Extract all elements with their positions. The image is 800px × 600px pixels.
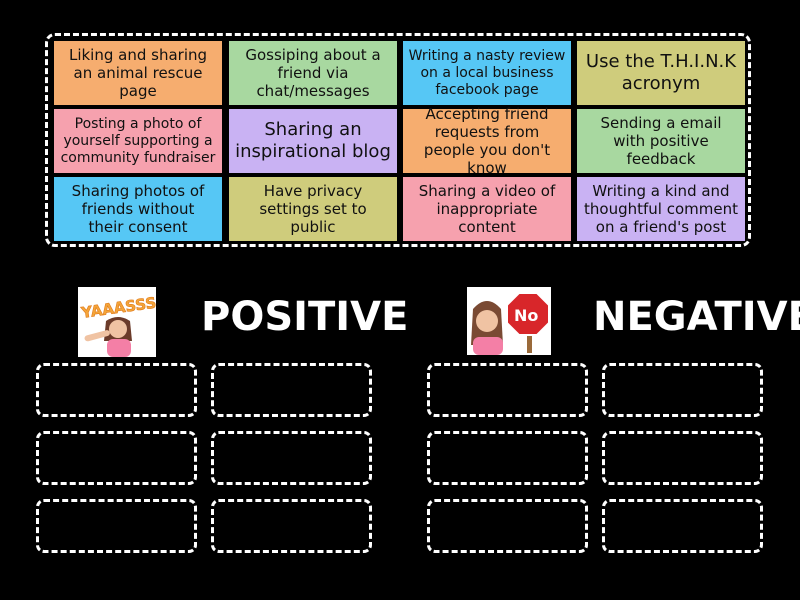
card-1[interactable]: Liking and sharing an animal rescue page: [54, 41, 222, 105]
svg-text:No: No: [514, 306, 538, 325]
card-7[interactable]: Accepting friend requests from people yo…: [403, 105, 571, 177]
card-4[interactable]: Use the T.H.I.N.K acronym: [577, 41, 745, 105]
no-sign-avatar-icon: No: [467, 287, 551, 355]
positive-heading: POSITIVE: [201, 294, 409, 340]
card-9[interactable]: Sharing photos of friends without their …: [54, 177, 222, 241]
card-12[interactable]: Writing a kind and thoughtful comment on…: [577, 177, 745, 241]
yaaasss-avatar-icon: YAAASSS: [78, 287, 156, 357]
positive-drop-slot[interactable]: [211, 499, 372, 553]
negative-drop-slot[interactable]: [427, 431, 588, 485]
positive-drop-slot[interactable]: [36, 431, 197, 485]
negative-avatar: No: [467, 287, 551, 355]
negative-heading: NEGATIVE: [593, 294, 800, 340]
card-2[interactable]: Gossiping about a friend via chat/messag…: [229, 41, 397, 105]
card-11[interactable]: Sharing a video of inappropriate content: [403, 177, 571, 241]
positive-drop-slot[interactable]: [211, 363, 372, 417]
negative-drop-slot[interactable]: [602, 363, 763, 417]
card-10[interactable]: Have privacy settings set to public: [229, 177, 397, 241]
positive-avatar: YAAASSS: [78, 287, 156, 357]
positive-drop-slot[interactable]: [211, 431, 372, 485]
positive-drop-slot[interactable]: [36, 363, 197, 417]
card-6[interactable]: Sharing an inspirational blog: [229, 109, 397, 173]
positive-drop-slot[interactable]: [36, 499, 197, 553]
card-3[interactable]: Writing a nasty review on a local busine…: [403, 41, 571, 105]
negative-drop-slot[interactable]: [427, 363, 588, 417]
negative-drop-slot[interactable]: [427, 499, 588, 553]
card-5[interactable]: Posting a photo of yourself supporting a…: [54, 109, 222, 173]
negative-drop-slot[interactable]: [602, 499, 763, 553]
card-pool: [45, 33, 751, 247]
negative-drop-slot[interactable]: [602, 431, 763, 485]
card-8[interactable]: Sending a email with positive feedback: [577, 109, 745, 173]
